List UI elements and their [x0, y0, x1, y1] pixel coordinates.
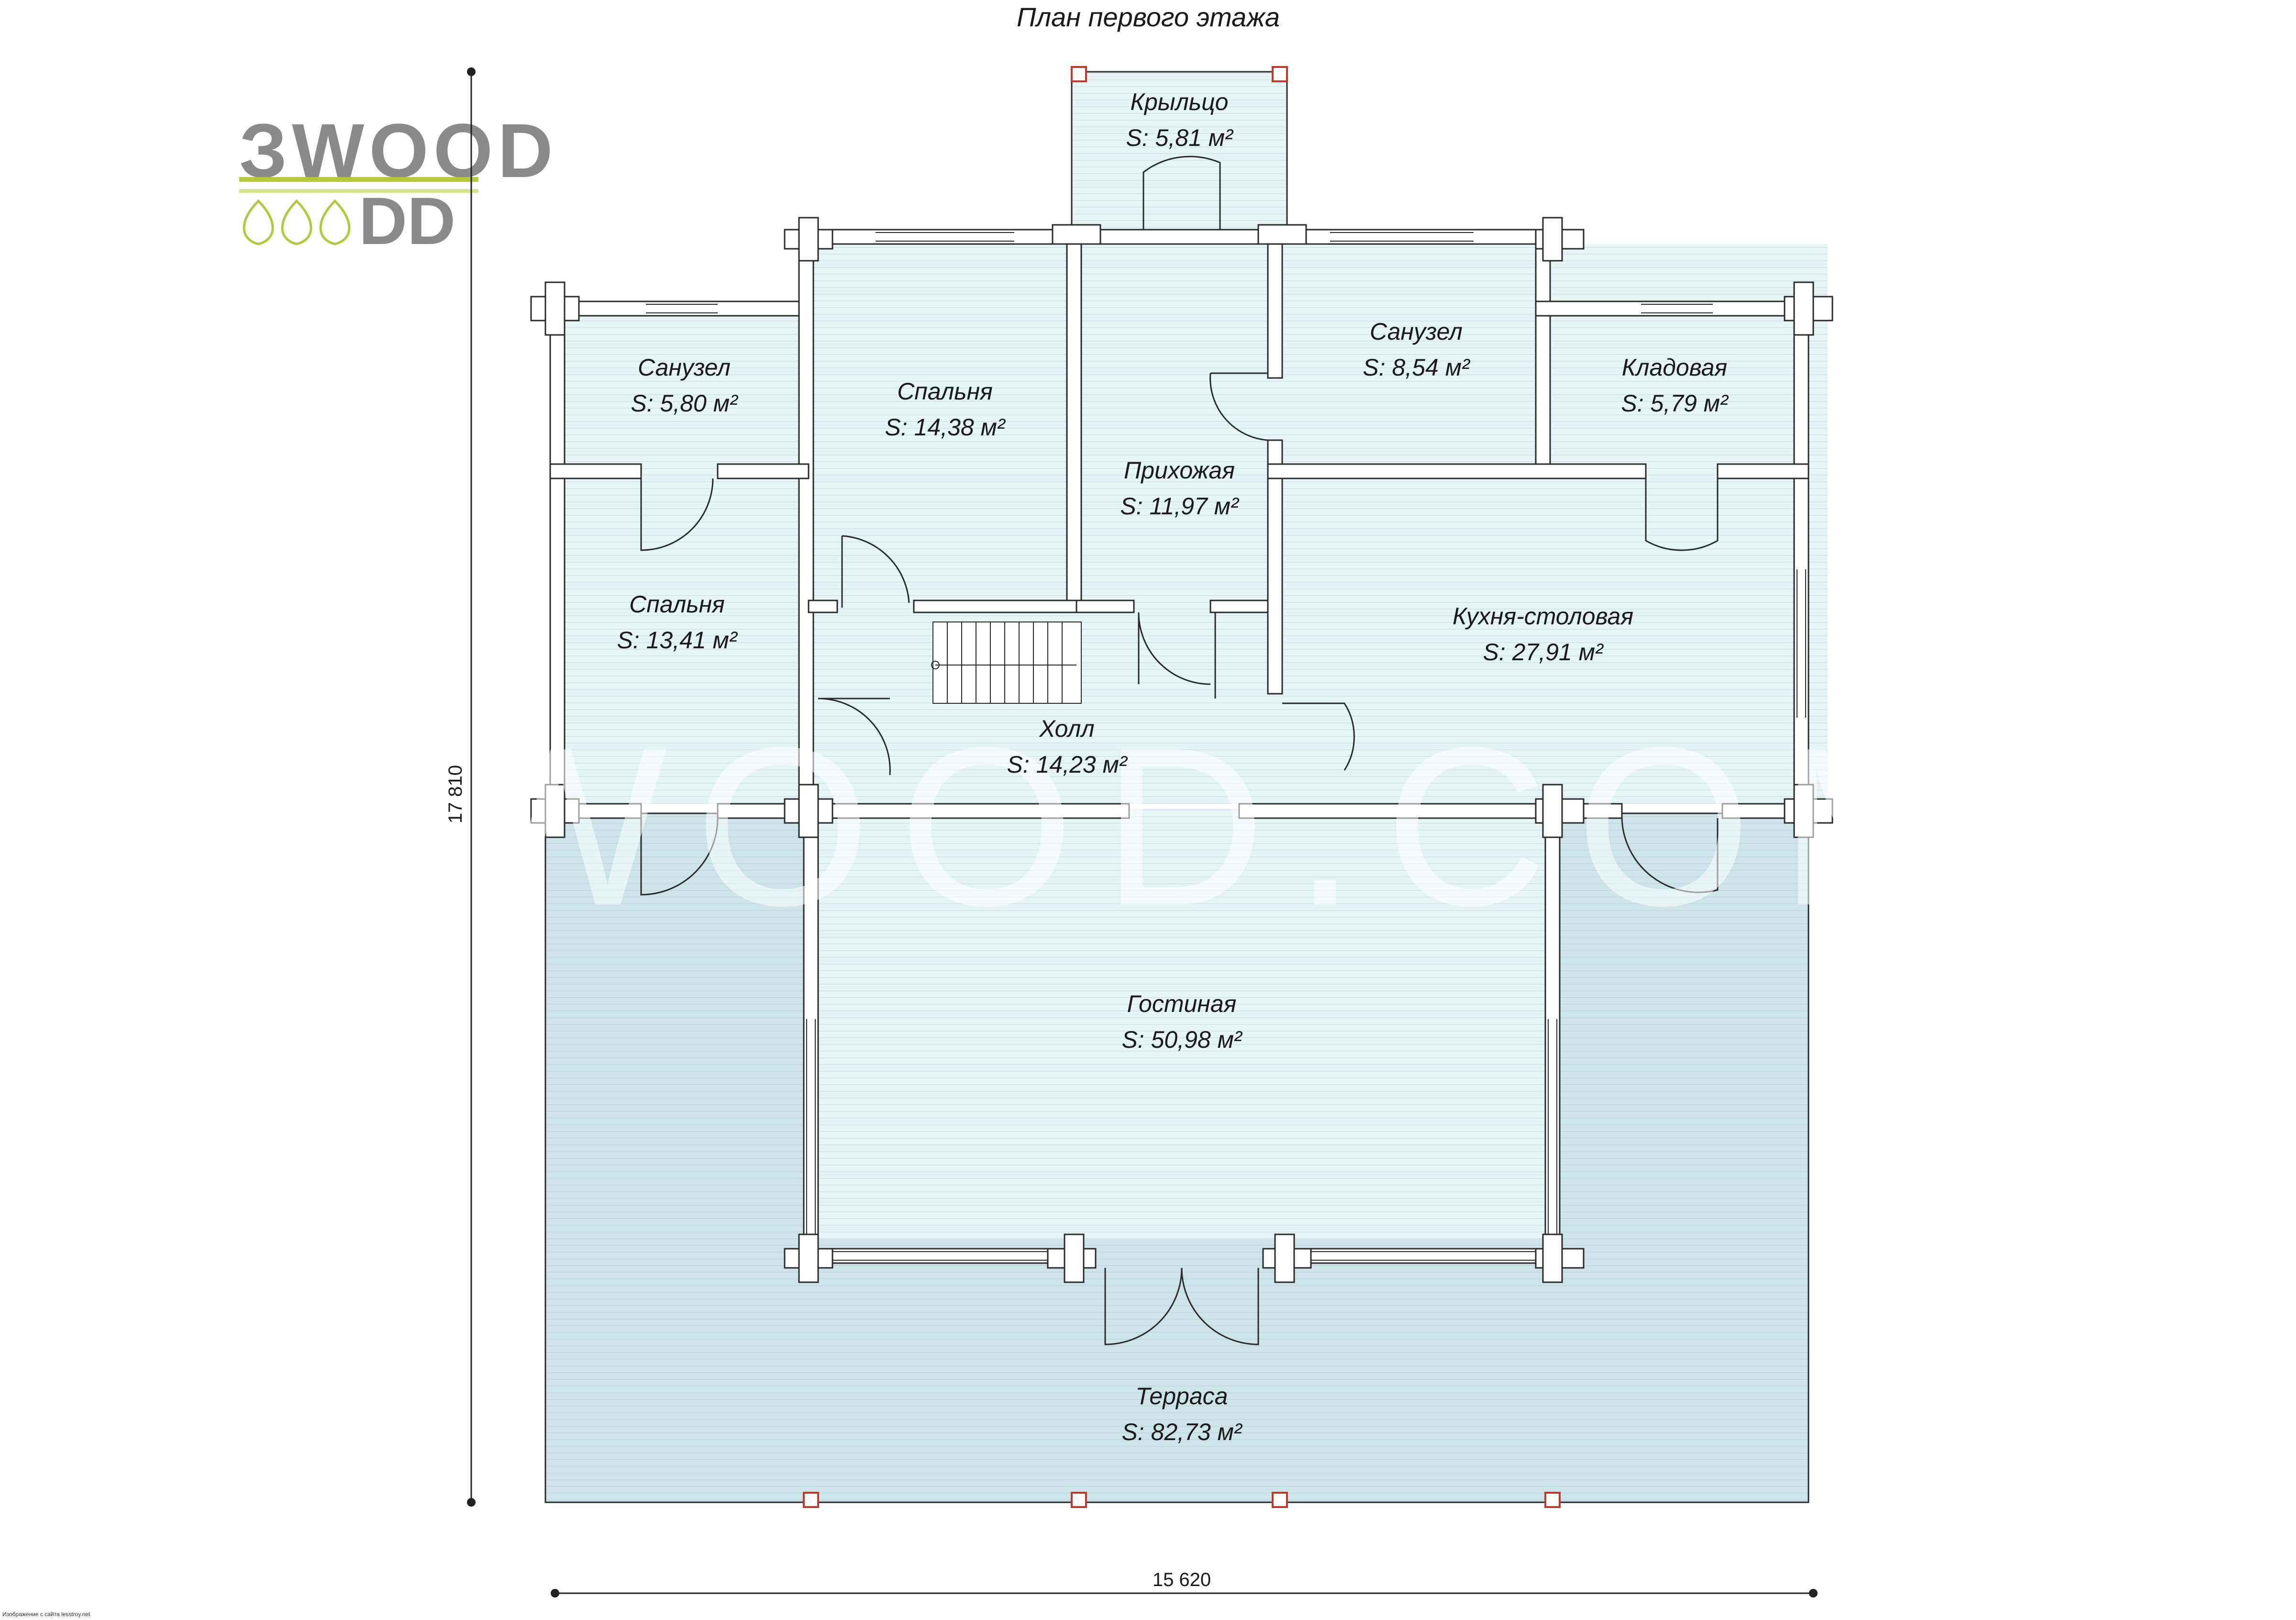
credit-text: Изображение с сайта lesstroy.net — [2, 1611, 90, 1618]
room-bedroom-top-name: Спальня — [897, 378, 993, 405]
dimension-width: 15 620 — [551, 1569, 1818, 1598]
logo-text-bottom: DD — [359, 183, 455, 258]
room-bedroom-left-area: S: 13,41 м² — [617, 627, 738, 654]
leaf-icon — [281, 199, 312, 245]
room-hallway-name: Прихожая — [1124, 457, 1235, 484]
room-floors — [550, 71, 1828, 1239]
room-terrace-name: Терраса — [1136, 1383, 1228, 1409]
room-bedroom-top-area: S: 14,38 м² — [885, 414, 1006, 441]
room-hall-area: S: 14,23 м² — [1007, 751, 1128, 778]
room-bath-right-name: Санузел — [1370, 318, 1463, 345]
room-storage-area: S: 5,79 м² — [1621, 390, 1729, 417]
windows — [646, 232, 1806, 1261]
logo: ЗWOOD DD — [239, 108, 553, 258]
room-labels: Крыльцо S: 5,81 м² Санузел S: 5,80 м² Сп… — [617, 89, 1729, 1445]
log-corners — [530, 217, 1833, 1283]
doors — [640, 155, 1719, 1345]
dimension-height-label: 17 810 — [445, 765, 466, 823]
room-kitchen-name: Кухня-столовая — [1453, 603, 1633, 630]
staircase — [931, 621, 1082, 704]
room-bath-right-area: S: 8,54 м² — [1363, 354, 1471, 381]
room-bath-left-name: Санузел — [638, 354, 731, 381]
room-hall-name: Холл — [1039, 715, 1094, 742]
room-living-area: S: 50,98 м² — [1121, 1026, 1242, 1053]
room-kitchen-area: S: 27,91 м² — [1483, 639, 1604, 666]
room-terrace-area: S: 82,73 м² — [1121, 1419, 1242, 1445]
room-bedroom-left-name: Спальня — [629, 591, 725, 618]
room-bath-left-area: S: 5,80 м² — [631, 390, 739, 417]
plan-title: План первого этажа — [1017, 2, 1280, 32]
room-porch-name: Крыльцо — [1131, 89, 1229, 115]
dimension-height: 17 810 — [445, 67, 476, 1507]
leaf-icon — [243, 199, 274, 245]
leaf-icon — [319, 199, 351, 245]
room-porch-area: S: 5,81 м² — [1126, 124, 1234, 151]
posts — [803, 66, 1561, 1508]
room-storage-name: Кладовая — [1622, 354, 1727, 381]
dimension-width-label: 15 620 — [1153, 1569, 1211, 1590]
room-hallway-area: S: 11,97 м² — [1120, 493, 1240, 520]
watermark: 3WOOD.COM — [301, 701, 1996, 952]
room-living-name: Гостиная — [1127, 990, 1237, 1017]
